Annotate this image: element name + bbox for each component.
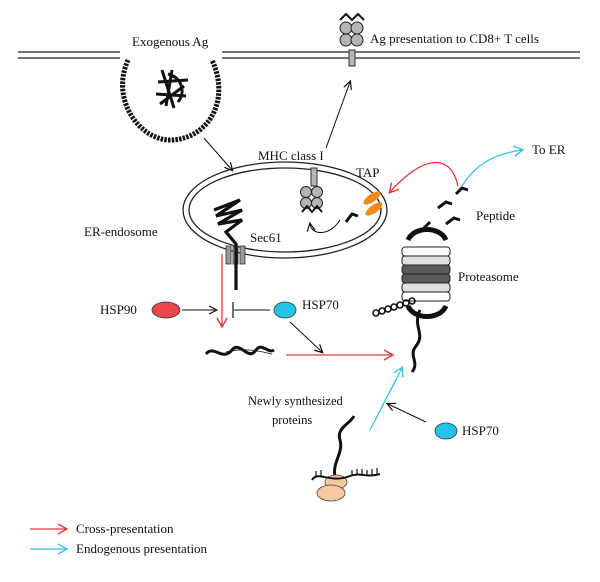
- mhc-class-i-label: MHC class I: [258, 148, 324, 163]
- hsp70-bottom-icon: [434, 422, 458, 440]
- hsp90-icon: [151, 301, 181, 319]
- nascent-polypeptide: [333, 415, 356, 481]
- legend: Cross-presentation Endogenous presentati…: [30, 521, 208, 556]
- arrow-mhc-to-surface: [325, 82, 350, 149]
- exogenous-antigen-icon: [155, 69, 189, 109]
- surface-mhc-class-i-icon: [339, 12, 365, 67]
- er-endosome-compartment: [182, 161, 388, 259]
- arrow-hsp70-to-proteasome: [289, 321, 322, 352]
- mrna-strand: [311, 468, 381, 481]
- unfolded-protein: [204, 345, 275, 356]
- newly-synthesized-label-line2: proteins: [272, 413, 312, 427]
- endogenous-arrow-up: [369, 365, 404, 431]
- cross-arrow-to-tap: [388, 161, 459, 194]
- endocytic-vesicle: [120, 58, 222, 143]
- er-mhc-class-i-icon: [300, 167, 323, 214]
- tap-transporter-icon: [363, 191, 383, 216]
- proteasome-icon: [401, 227, 451, 319]
- proteasome-label: Proteasome: [458, 269, 519, 284]
- proteasome-substrate: [410, 309, 422, 373]
- ag-presentation-label: Ag presentation to CD8+ T cells: [370, 31, 539, 46]
- arrow-hsp70-bottom: [388, 404, 427, 423]
- arrow-vesicle-to-er: [203, 137, 232, 170]
- sec61-label: Sec61: [250, 230, 282, 245]
- endogenous-arrow-to-er: [461, 145, 525, 187]
- ubiquitin-chain-icon: [372, 297, 416, 317]
- peptide-fragment-in-er: [344, 212, 359, 223]
- hsp90-label: HSP90: [100, 302, 137, 317]
- to-er-label: To ER: [532, 142, 566, 157]
- er-endosome-label: ER-endosome: [84, 224, 158, 239]
- hsp70-bottom-label: HSP70: [462, 423, 499, 438]
- exogenous-ag-label: Exogenous Ag: [132, 34, 209, 49]
- arrow-peptide-loading: [310, 219, 341, 233]
- hsp70-top-label: HSP70: [302, 297, 339, 312]
- plasma-membrane: [18, 51, 580, 59]
- tap-label: TAP: [356, 165, 380, 180]
- hsp70-top-icon: [273, 301, 297, 319]
- legend-cross-label: Cross-presentation: [76, 521, 174, 536]
- retrotranslocating-protein: [213, 198, 243, 290]
- legend-endogenous-label: Endogenous presentation: [76, 541, 208, 556]
- newly-synthesized-label-line1: Newly synthesized: [248, 394, 344, 408]
- unfolded-protein-thin: [225, 349, 273, 355]
- peptide-fragments: [422, 186, 469, 230]
- peptide-label: Peptide: [476, 208, 515, 223]
